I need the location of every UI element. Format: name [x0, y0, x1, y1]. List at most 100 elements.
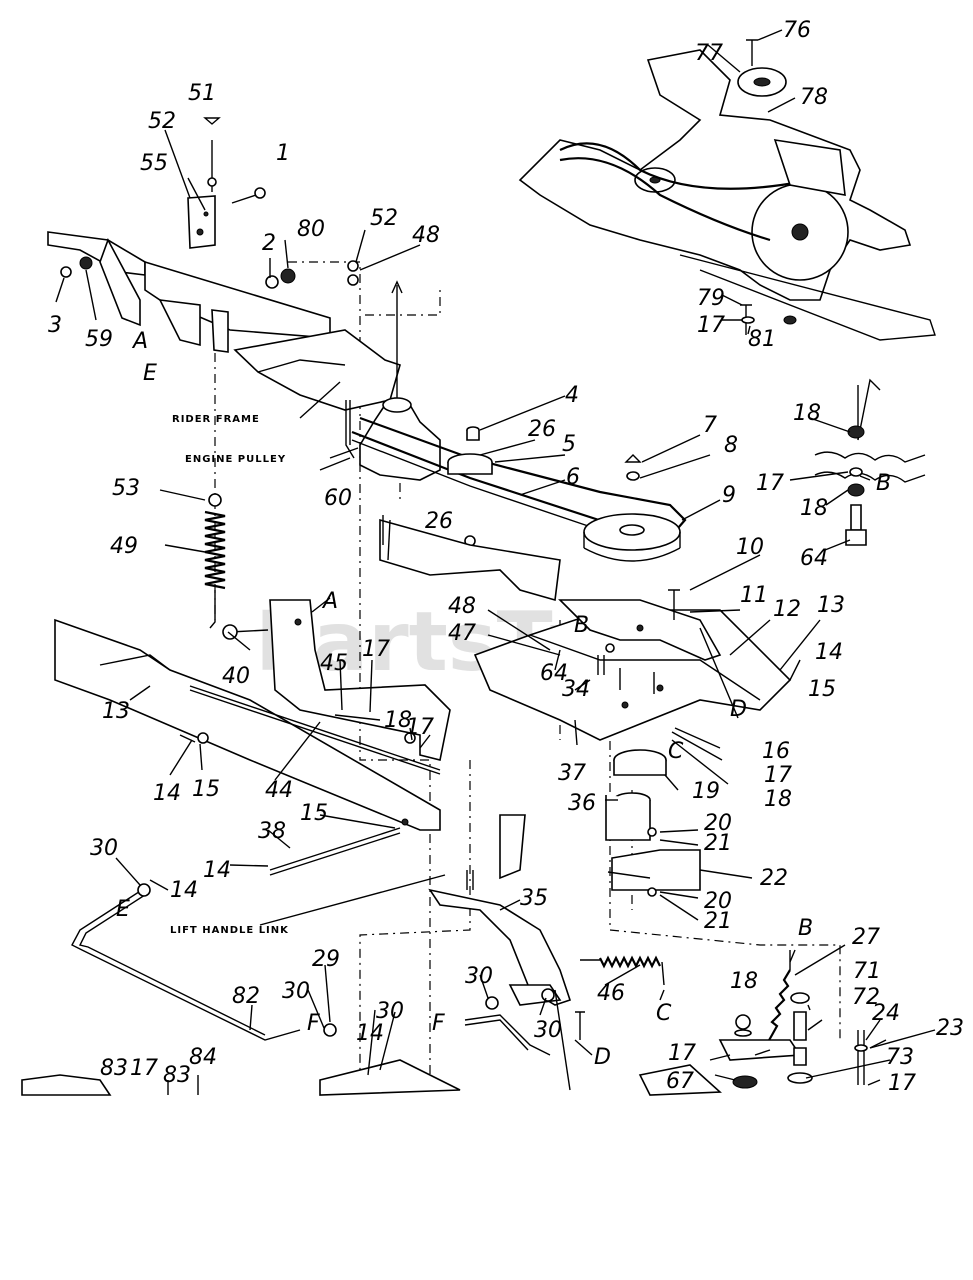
- callout-29: 29: [312, 947, 340, 972]
- ref-letter-d-mid: D: [730, 697, 747, 722]
- ref-letter-b-detail: B: [876, 471, 891, 496]
- callout-17: 17: [406, 715, 434, 740]
- callout-9: 9: [722, 483, 736, 508]
- rider-frame: [233, 329, 401, 411]
- callout-17: 17: [888, 1071, 916, 1096]
- brake-assembly: [605, 749, 701, 897]
- callout-15: 15: [300, 801, 328, 826]
- ref-letter-b-mid: B: [574, 613, 589, 638]
- callout-7: 7: [703, 413, 717, 438]
- callout-8: 8: [724, 433, 738, 458]
- caption-lift-handle-link: LIFT HANDLE LINK: [170, 925, 289, 936]
- callout-4: 4: [565, 383, 579, 408]
- callout-38: 38: [258, 819, 286, 844]
- callout-35: 35: [520, 886, 548, 911]
- callout-14: 14: [153, 781, 181, 806]
- callout-17: 17: [668, 1041, 696, 1066]
- ref-letter-e-top: E: [143, 361, 157, 386]
- callout-17: 17: [697, 313, 725, 338]
- callout-18: 18: [764, 787, 792, 812]
- callout-64: 64: [540, 661, 568, 686]
- callout-83: 83: [163, 1063, 191, 1088]
- link-plate-a: [222, 599, 451, 761]
- callout-72: 72: [852, 985, 880, 1010]
- detail-b-bolt-stack: [814, 378, 926, 546]
- ref-letter-f-link: F: [432, 1011, 445, 1036]
- callout-17: 17: [130, 1056, 158, 1081]
- callout-2: 2: [262, 231, 276, 256]
- callout-23: 23: [936, 1016, 964, 1041]
- callout-20: 20: [704, 889, 732, 914]
- callout-22: 22: [760, 866, 788, 891]
- callout-60: 60: [324, 486, 352, 511]
- callout-82: 82: [232, 984, 260, 1009]
- callout-30: 30: [282, 979, 310, 1004]
- ref-letter-c-low: C: [656, 1001, 672, 1026]
- callout-40: 40: [222, 664, 250, 689]
- callout-36: 36: [568, 791, 596, 816]
- lower-link: [464, 988, 585, 1091]
- part-number-callouts: 51 52 55 1 2 80 52 48 3 59 77 76 78 79 1…: [48, 18, 964, 1096]
- caption-rider-frame: RIDER FRAME: [172, 414, 260, 425]
- callout-76: 76: [783, 18, 811, 43]
- left-frame-rail: [54, 618, 441, 831]
- callout-14: 14: [170, 878, 198, 903]
- callout-17: 17: [362, 637, 390, 662]
- callout-53: 53: [112, 476, 140, 501]
- ref-letter-e-rod: E: [116, 897, 130, 922]
- idler-parts: [447, 426, 642, 547]
- callout-52: 52: [370, 206, 398, 231]
- callout-21: 21: [704, 909, 732, 934]
- leader-lines: [55, 29, 936, 1086]
- front-bracket-assembly: [47, 117, 359, 353]
- callout-27: 27: [852, 925, 880, 950]
- callout-1: 1: [276, 141, 290, 166]
- callout-5: 5: [562, 432, 576, 457]
- callout-26: 26: [528, 417, 556, 442]
- callout-45: 45: [320, 651, 348, 676]
- callout-67: 67: [666, 1069, 694, 1094]
- callout-17: 17: [756, 471, 784, 496]
- callout-64: 64: [800, 546, 828, 571]
- callout-12: 12: [773, 597, 801, 622]
- callout-84: 84: [189, 1045, 217, 1070]
- callout-11: 11: [740, 583, 768, 608]
- callout-30: 30: [90, 836, 118, 861]
- callout-20: 20: [704, 811, 732, 836]
- callout-59: 59: [85, 327, 113, 352]
- callout-81: 81: [748, 327, 776, 352]
- callout-37: 37: [558, 761, 586, 786]
- callout-15: 15: [808, 677, 836, 702]
- callout-80: 80: [297, 217, 325, 242]
- rod-82: [71, 883, 499, 1041]
- callout-46: 46: [597, 981, 625, 1006]
- spring-49: [204, 493, 226, 629]
- callout-44: 44: [265, 778, 293, 803]
- callout-51: 51: [188, 81, 216, 106]
- transmission-pulley: [583, 513, 681, 562]
- callout-73: 73: [886, 1045, 914, 1070]
- callout-18: 18: [730, 969, 758, 994]
- callout-47: 47: [448, 621, 476, 646]
- callout-30: 30: [534, 1018, 562, 1043]
- ref-letter-a-plate: A: [321, 589, 338, 614]
- callout-18: 18: [384, 708, 412, 733]
- callout-15: 15: [192, 777, 220, 802]
- callout-13: 13: [817, 593, 845, 618]
- callout-78: 78: [800, 85, 828, 110]
- bottom-partial-parts: [21, 1059, 722, 1096]
- callout-13: 13: [102, 699, 130, 724]
- callout-14: 14: [203, 858, 231, 883]
- callout-26: 26: [425, 509, 453, 534]
- ref-letter-c-mid: C: [668, 739, 684, 764]
- callout-48: 48: [448, 594, 476, 619]
- callout-52: 52: [148, 109, 176, 134]
- callout-79: 79: [697, 286, 725, 311]
- spring-46: [580, 955, 665, 986]
- callout-30: 30: [465, 964, 493, 989]
- callout-14: 14: [815, 640, 843, 665]
- callout-55: 55: [140, 151, 168, 176]
- rods-44-38: [179, 685, 441, 876]
- spring-27-assembly: [718, 950, 887, 1089]
